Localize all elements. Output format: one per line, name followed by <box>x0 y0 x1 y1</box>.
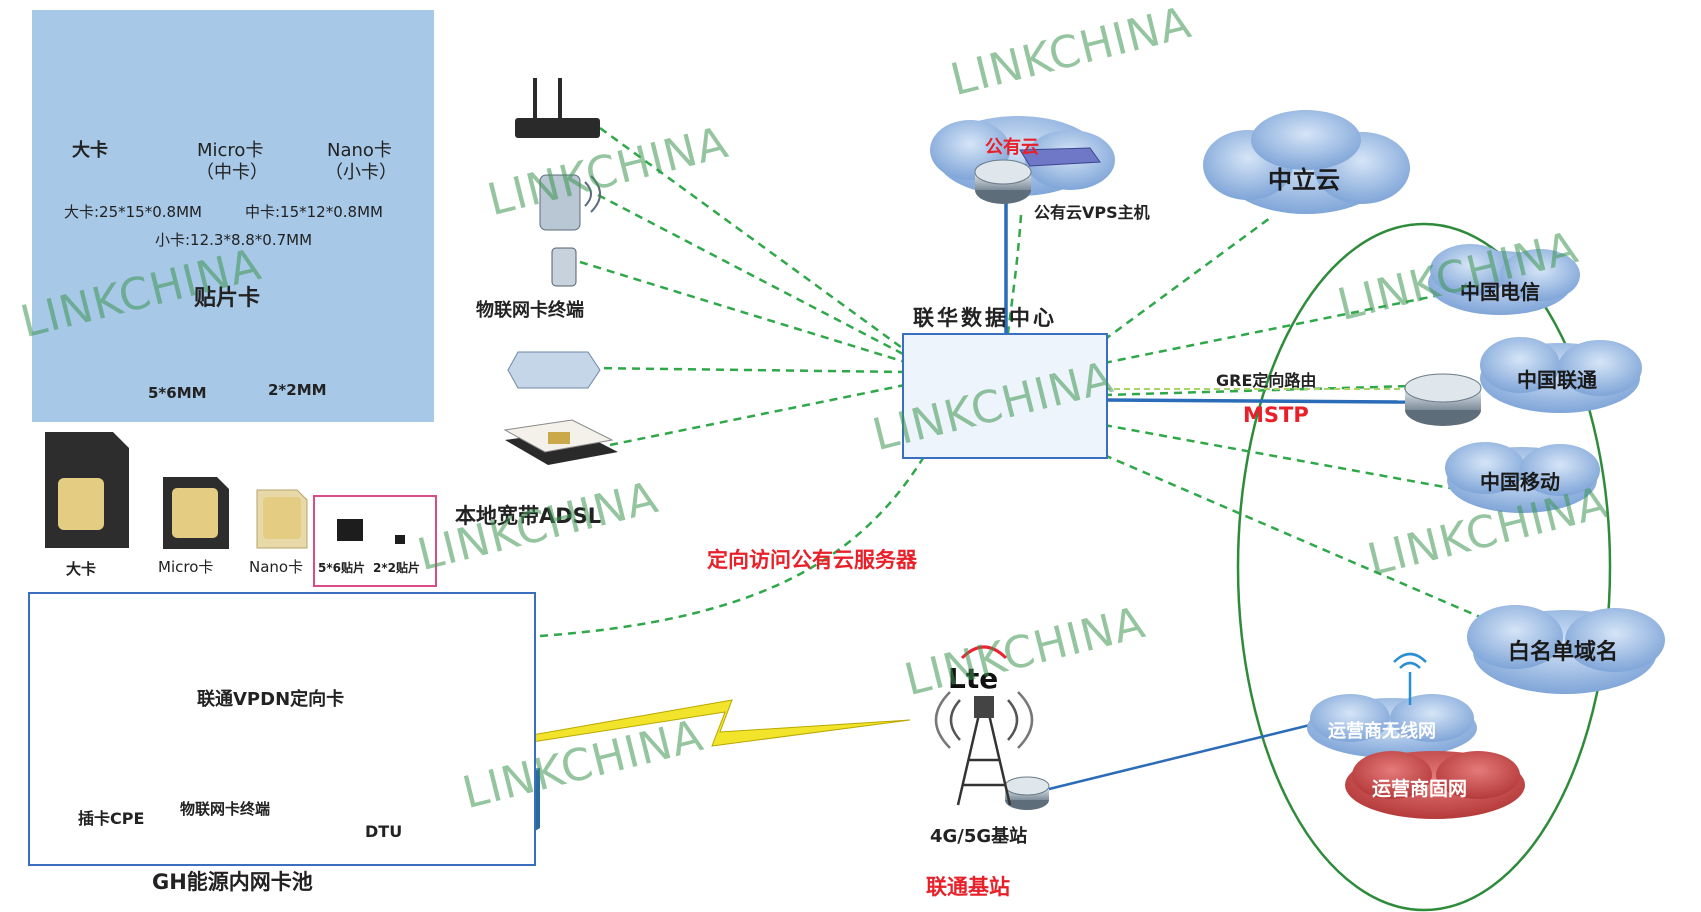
size-mid-text: 中卡:15*12*0.8MM <box>245 203 383 221</box>
directed-access-label: 定向访问公有云服务器 <box>707 548 917 572</box>
fixed-cloud-label: 运营商固网 <box>1372 778 1468 800</box>
sim-card-panel <box>32 10 434 422</box>
row-patch-2x2-label: 2*2贴片 <box>373 561 420 575</box>
unicom-cloud-label: 中国联通 <box>1517 368 1597 392</box>
wireless-bolt-icon <box>531 699 911 747</box>
public-cloud-router-icon <box>974 159 1032 204</box>
patch-title: 贴片卡 <box>194 286 261 311</box>
vpdn-label: 联通VPDN定向卡 <box>197 689 345 710</box>
row-sim-micro-icon <box>163 477 229 549</box>
datacenter-box <box>902 333 1108 459</box>
unicom-cloud-shape <box>1480 337 1642 413</box>
vps-switch-icon <box>1019 147 1101 167</box>
modem-device-icon <box>507 351 601 389</box>
station-router-icon <box>1004 776 1050 810</box>
telecom-cloud-label: 中国电信 <box>1460 280 1540 304</box>
row-sim-big-icon <box>45 432 129 548</box>
row-sim-nano-icon <box>256 489 308 549</box>
router-device-icon <box>515 78 600 138</box>
public-cloud-label: 公有云 <box>985 137 1039 158</box>
row-patch-2x2-icon <box>395 535 405 544</box>
patch-2x2-label: 2*2MM <box>268 381 327 399</box>
sim-big-label: 大卡 <box>72 140 108 161</box>
row-micro-label: Micro卡 <box>158 558 214 576</box>
station-wireless-link <box>1044 723 1311 792</box>
vps-host-label: 公有云VPS主机 <box>1034 203 1150 222</box>
mobile-cloud-label: 中国移动 <box>1480 470 1560 494</box>
wireless-cloud-shape <box>1307 694 1477 758</box>
local-adsl-label: 本地宽带ADSL <box>455 504 602 528</box>
iot-terminal-label: 物联网卡终端 <box>476 300 584 321</box>
gre-router-icon <box>1404 373 1482 426</box>
mstp-label: MSTP <box>1243 403 1309 427</box>
adsl-sim-icon <box>503 419 618 465</box>
sim-nano-sub-label: （小卡） <box>325 162 397 183</box>
wireless-cloud-label: 运营商无线网 <box>1328 721 1436 742</box>
zhongli-cloud-shape <box>1203 110 1410 214</box>
row-nano-label: Nano卡 <box>249 558 304 576</box>
size-small-text: 小卡:12.3*8.8*0.7MM <box>155 231 313 249</box>
sim-micro-label: Micro卡 <box>197 140 264 161</box>
base-station-label: 4G/5G基站 <box>930 826 1028 847</box>
pool-title: GH能源内网卡池 <box>152 870 313 894</box>
mobile-cloud-shape <box>1445 442 1600 513</box>
whitelist-cloud-label: 白名单域名 <box>1508 640 1619 665</box>
patch-5x6-label: 5*6MM <box>148 384 207 402</box>
fixed-cloud-shape <box>1345 751 1525 819</box>
lte-signal-icon <box>960 645 1008 660</box>
isp-group-ellipse <box>1236 222 1612 912</box>
gre-route-label: GRE定向路由 <box>1216 371 1317 390</box>
sim-micro-sub-label: （中卡） <box>196 162 268 183</box>
dashed-links <box>539 126 1481 638</box>
datacenter-title: 联华数据中心 <box>913 306 1057 330</box>
dtu-label: DTU <box>365 822 403 841</box>
whitelist-cloud-shape <box>1467 605 1665 694</box>
tower-head <box>974 696 994 718</box>
phone-device-icon <box>551 247 577 287</box>
wireless-antenna-icon <box>1393 652 1427 705</box>
solid-links <box>1004 195 1406 404</box>
size-big-text: 大卡:25*15*0.8MM <box>64 203 202 221</box>
card-pool-box <box>28 592 536 866</box>
unicom-station-label: 联通基站 <box>926 875 1010 899</box>
patch-highlight-box <box>313 495 437 587</box>
row-patch-5x6-label: 5*6贴片 <box>318 561 365 575</box>
lte-label: Lte <box>948 662 999 695</box>
wifi-device-icon <box>539 174 601 231</box>
cell-tower-icon <box>934 691 1034 806</box>
telecom-cloud-shape <box>1428 244 1580 315</box>
row-big-label: 大卡 <box>66 560 97 578</box>
pool-iot-label: 物联网卡终端 <box>180 800 271 818</box>
sim-nano-label: Nano卡 <box>327 140 392 161</box>
cpe-label: 插卡CPE <box>78 809 145 828</box>
zhongli-cloud-label: 中立云 <box>1268 166 1340 194</box>
row-patch-5x6-icon <box>337 519 363 541</box>
